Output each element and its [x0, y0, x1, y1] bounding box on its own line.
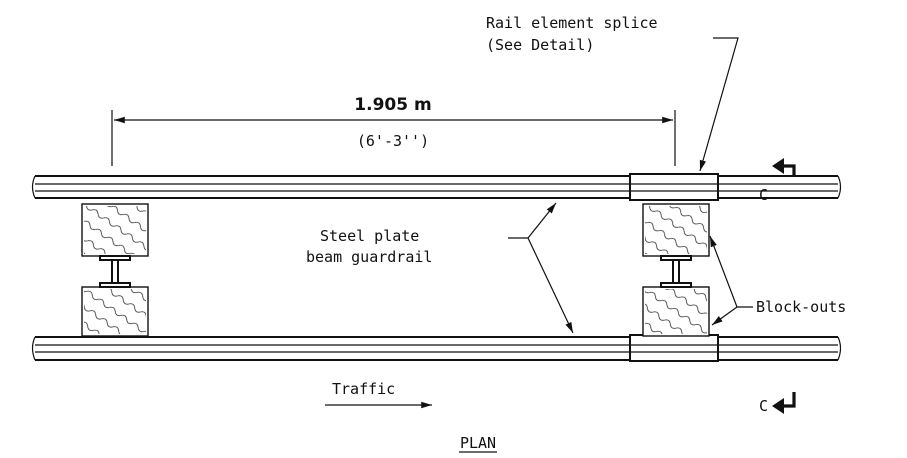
section-arrow-bottom [772, 392, 796, 414]
guardrail-leaders [508, 202, 574, 334]
blockouts-label: Block-outs [756, 298, 846, 316]
top-rail-splice [629, 173, 719, 201]
bottom-rail-splice [629, 334, 719, 362]
bottom-rail [31, 336, 842, 361]
guardrail-label-line1: Steel plate [320, 227, 419, 245]
section-label-bottom: C [759, 397, 768, 415]
plan-title: PLAN [460, 434, 496, 452]
section-label-top: C [759, 186, 768, 204]
right-post-assembly [642, 203, 710, 337]
left-post-assembly [81, 203, 149, 337]
dimension-metric: 1.905 m [354, 95, 431, 115]
right-steel-post [660, 255, 692, 288]
splice-label-line1: Rail element splice [486, 14, 658, 32]
blockouts-leaders [709, 235, 753, 326]
top-rail [31, 175, 842, 199]
traffic-label: Traffic [332, 380, 395, 398]
guardrail-label-line2: beam guardrail [306, 248, 432, 266]
dimension-line [111, 110, 676, 166]
left-steel-post [99, 255, 131, 288]
section-arrow-top [772, 158, 796, 175]
dimension-imperial: (6'-3'') [357, 132, 429, 150]
splice-label-line2: (See Detail) [486, 36, 594, 54]
splice-leader [699, 37, 739, 172]
